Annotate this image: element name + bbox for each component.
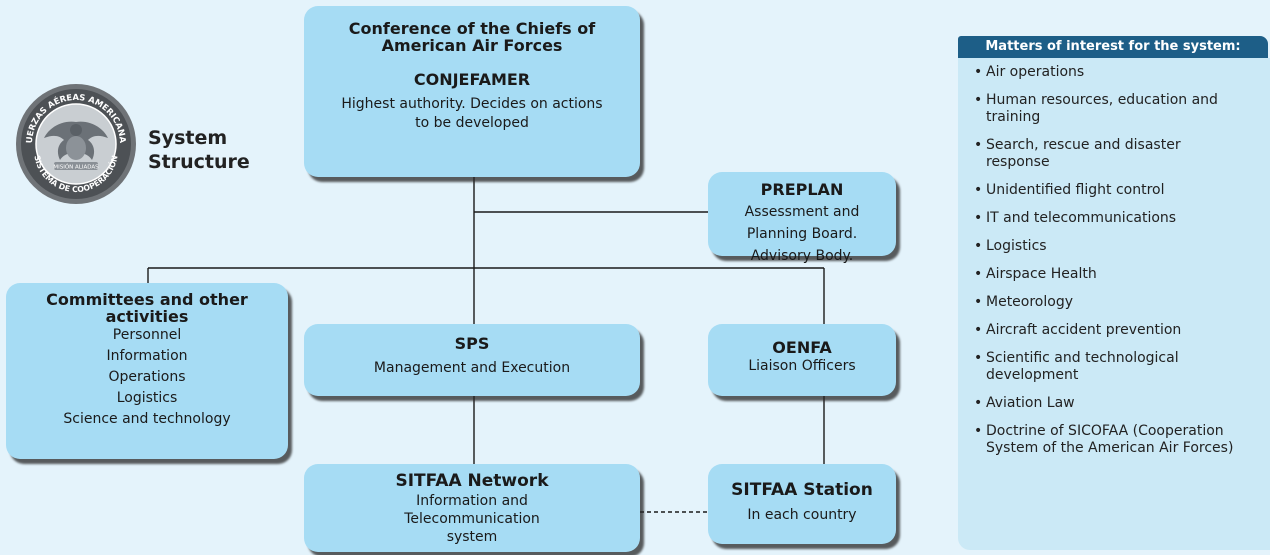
conjefamer-desc-line1: Highest authority. Decides on actions (341, 96, 603, 112)
committees-title-line1: Committees and other (46, 290, 248, 309)
matters-panel: Air operationsHuman resources, education… (958, 58, 1270, 550)
matters-item-line: Air operations (986, 64, 1085, 80)
matters-item-line: response (986, 154, 1050, 170)
matters-item-line: Unidentified flight control (986, 182, 1165, 198)
committees-item: Personnel (112, 327, 182, 343)
sitfaa-network-line1: Information and (416, 493, 528, 509)
conjefamer-title-line2: American Air Forces (381, 36, 563, 55)
matters-item: Logistics (974, 238, 1270, 255)
matters-list: Air operationsHuman resources, education… (974, 64, 1270, 457)
matters-item: Meteorology (974, 294, 1270, 311)
sps-desc: Management and Execution (373, 360, 571, 376)
system-title-line2: Structure (148, 151, 250, 173)
matters-item-line: Logistics (986, 238, 1047, 254)
sitfaa-station-desc: In each country (747, 507, 857, 523)
preplan-line3: Advisory Body. (750, 248, 854, 264)
matters-item: IT and telecommunications (974, 210, 1270, 227)
sps-abbr: SPS (454, 334, 490, 353)
oenfa-box: OENFA Liaison Officers (708, 324, 896, 396)
conjefamer-desc-line2: to be developed (415, 115, 529, 131)
matters-item-line: System of the American Air Forces) (986, 440, 1234, 456)
matters-item-line: Scientific and technological (986, 350, 1179, 366)
matters-item-line: Search, rescue and disaster (986, 137, 1181, 153)
matters-item: Air operations (974, 64, 1270, 81)
matters-item-line: training (986, 109, 1041, 125)
sitfaa-network-line2: Telecommunication (404, 511, 540, 527)
system-title-line1: System (148, 127, 228, 149)
preplan-box: PREPLAN Assessment and Planning Board. A… (708, 172, 896, 264)
matters-item-line: Human resources, education and (986, 92, 1218, 108)
matters-item-line: Airspace Health (986, 266, 1097, 282)
sitfaa-network-box: SITFAA Network Information and Telecommu… (304, 464, 640, 552)
system-structure-title: System Structure (148, 126, 288, 174)
matters-item-line: Aviation Law (986, 395, 1075, 411)
eagle-icon (44, 121, 108, 160)
preplan-abbr: PREPLAN (760, 180, 844, 199)
committees-item: Information (106, 348, 188, 364)
matters-item: Aircraft accident prevention (974, 322, 1270, 339)
matters-item-line: development (986, 367, 1079, 383)
committees-item: Science and technology (63, 411, 231, 427)
logo-ribbon: MISIÓN ALIADAS (53, 164, 99, 171)
matters-item: Aviation Law (974, 395, 1270, 412)
matters-item-line: IT and telecommunications (986, 210, 1177, 226)
preplan-line1: Assessment and (744, 204, 860, 220)
matters-item: Unidentified flight control (974, 182, 1270, 199)
oenfa-desc: Liaison Officers (748, 358, 856, 374)
conjefamer-abbr: CONJEFAMER (413, 70, 531, 89)
matters-item-line: Meteorology (986, 294, 1074, 310)
matters-item-line: Doctrine of SICOFAA (Cooperation (986, 423, 1224, 439)
matters-heading: Matters of interest for the system: (958, 36, 1268, 58)
matters-item-line: Aircraft accident prevention (986, 322, 1182, 338)
sitfaa-network-title: SITFAA Network (395, 471, 549, 491)
committees-item: Logistics (116, 390, 178, 406)
preplan-line2: Planning Board. (746, 226, 858, 242)
sitfaa-network-line3: system (446, 529, 498, 545)
committees-item: Operations (108, 369, 186, 385)
conjefamer-title-line1: Conference of the Chiefs of (348, 19, 596, 38)
oenfa-abbr: OENFA (772, 338, 832, 357)
sitfaa-station-box: SITFAA Station In each country (708, 464, 896, 544)
sitfaa-station-title: SITFAA Station (731, 480, 873, 500)
sps-box: SPS Management and Execution (304, 324, 640, 396)
matters-item: Airspace Health (974, 266, 1270, 283)
conjefamer-box: Conference of the Chiefs of American Air… (304, 6, 640, 177)
committees-box: Committees and other activities Personne… (6, 283, 288, 459)
committees-title-line2: activities (105, 307, 189, 326)
